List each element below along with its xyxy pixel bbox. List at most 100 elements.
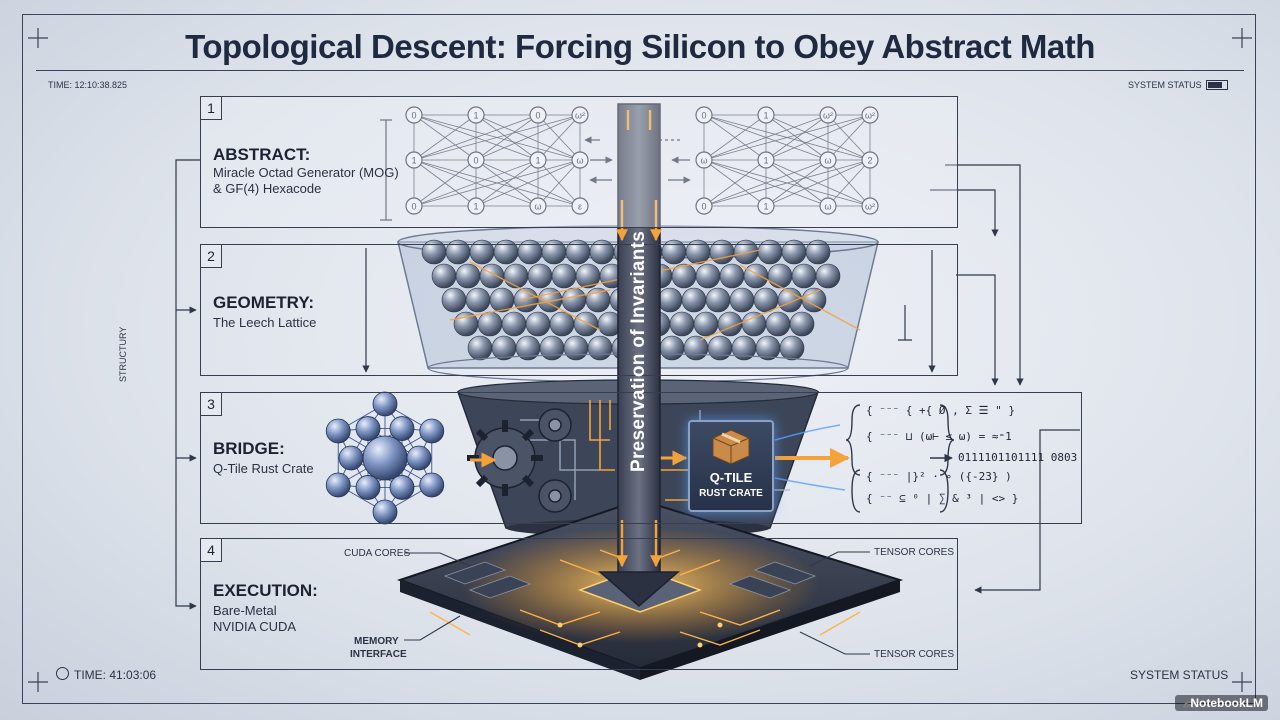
cluster-sphere [325,418,351,444]
graph-node-label: 1 [763,156,768,166]
stage-line: NVIDIA CUDA [213,619,297,634]
graph-node-label: ω [576,156,583,166]
graph-edge [703,159,767,207]
graph-node-label: ω² [865,202,875,212]
cluster-sphere [338,445,364,471]
e8-sphere-cluster [325,391,445,525]
stage-line: & GF(4) Hexacode [213,181,322,196]
code-line: 0111101101111 0803 [958,451,1078,464]
graph-edge [475,114,581,161]
watermark-text: NotebookLM [1190,696,1263,710]
stage-number: 4 [200,538,222,562]
graph-node-label: 1 [473,202,478,212]
graph-node-label: 1 [763,202,768,212]
graph-edge [413,159,539,207]
graph-node [819,151,837,169]
graph-node [861,197,879,215]
graph-node [529,151,547,169]
outer-frame [22,14,1256,704]
graph-edge [475,114,539,161]
graph-edge [537,114,581,161]
graph-edge [413,114,539,161]
graph-edge [827,159,871,207]
stage-number: 1 [200,96,222,120]
graph-edge [703,114,871,161]
descent-arrow [597,103,681,607]
graph-node [405,151,423,169]
time-readout-top: TIME: 12:10:38.825 [48,80,128,90]
system-status-bottom: SYSTEM STATUS [1130,668,1229,682]
cluster-sphere [355,416,381,441]
graph-edge [413,159,581,207]
cuda-cores-label: CUDA CORES [344,548,411,559]
glow-line [699,289,821,341]
stage-line: Bare-Metal [213,603,277,618]
graph-node [467,151,485,169]
graph-node-label: ω² [865,111,875,121]
graph-node-label: 1 [535,156,540,166]
code-line: { ⁻⁻⁻ |}² · ∘ ({-23} ) [866,470,1012,483]
cluster-sphere [389,416,415,441]
graph-node-label: 1 [473,111,478,121]
graph-node [861,106,879,124]
memory-interface-label-2: INTERFACE [350,649,407,660]
graph-node-label: 2 [867,156,872,166]
stage-line: The Leech Lattice [213,315,317,330]
graph-node-label: ω² [823,111,833,121]
time-readout-bottom: TIME: 41:03:06 [74,668,157,682]
graph-node [757,197,775,215]
graph-node-label: 0 [411,111,416,121]
tensor-cores-label-top: TENSOR CORES [874,547,955,558]
gear-icon [474,408,572,513]
qtile-subtitle: RUST CRATE [699,488,763,499]
invariants-label: Preservation of Invariants [628,230,649,472]
notebooklm-watermark: NotebookLM [1175,695,1268,711]
qtile-title: Q-TILE [709,470,753,485]
graph-node-label: 0 [535,111,540,121]
graph-edge [537,159,581,207]
lattice-sphere [805,239,831,265]
graph-node-label: ω² [575,111,585,121]
stage-heading: ABSTRACT: [213,145,311,164]
graph-edge [703,159,871,207]
stage-heading: BRIDGE: [213,439,285,458]
graph-edge [765,159,871,207]
graph-node-label: 0 [701,111,706,121]
stage-execution: 4 EXECUTION: Bare-Metal NVIDIA CUDA [200,538,958,670]
graph-edge [703,114,829,161]
graph-node [467,197,485,215]
cluster-sphere [419,472,445,498]
stage-number: 3 [200,392,222,416]
graph-node-label: 0 [473,156,478,166]
graph-edge [413,114,477,161]
graph-node [405,197,423,215]
graph-node [571,106,589,124]
graph-node [695,197,713,215]
graph-edge [765,114,829,161]
graph-edge [827,114,871,161]
graph-node [695,151,713,169]
lattice-sphere [801,287,827,313]
stage-line: Miracle Octad Generator (MOG) [213,165,399,180]
cluster-sphere [389,475,415,500]
graph-node [819,106,837,124]
status-bar-line [36,70,1244,71]
graph-node-label: 1 [411,156,416,166]
stage-line: Q-Tile Rust Crate [213,461,314,476]
glow-line [739,264,861,331]
lattice-sphere [789,311,815,337]
graph-node [861,151,879,169]
graph-node [529,197,547,215]
system-status-top: SYSTEM STATUS [1128,80,1202,90]
glow-line [469,261,601,331]
graph-node [695,106,713,124]
graph-edge [765,114,871,161]
graph-node [405,106,423,124]
stage-heading: GEOMETRY: [213,293,315,312]
lattice-sphere [779,335,805,361]
battery-icon [1206,80,1228,90]
clock-icon [56,667,69,680]
